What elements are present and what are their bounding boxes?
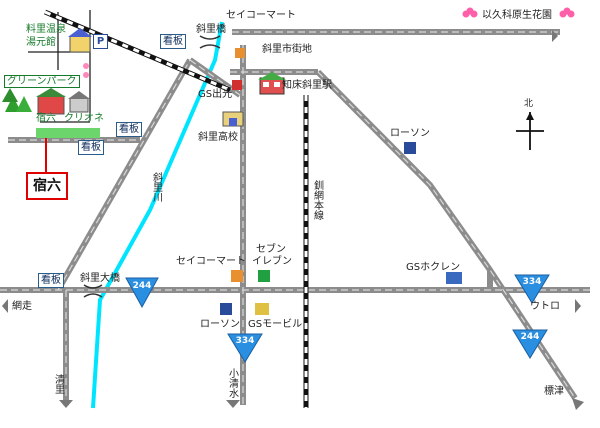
arrow-southeast-shibetsu xyxy=(572,398,584,410)
arrow-south-koshimizu xyxy=(226,400,240,408)
gs-idemitsu-icon xyxy=(232,80,242,90)
station-icon xyxy=(258,72,286,95)
arrow-east xyxy=(575,299,581,313)
kiyosato-label: 清里 xyxy=(52,374,64,394)
kanban-sign-top: 看板 xyxy=(160,34,186,49)
shield-244-west xyxy=(125,277,159,309)
gs-hokuren-icon xyxy=(446,272,462,284)
onsen-label-2: 湯元館 xyxy=(26,37,56,48)
parking-icon: P xyxy=(93,34,108,49)
kanban-sign-mid: 看板 xyxy=(116,122,142,137)
shukuroku-small-label: 宿六 xyxy=(36,113,56,124)
gs-hokuren-label: GSホクレン xyxy=(406,262,461,273)
bridge-symbol-top xyxy=(199,35,221,49)
kurione-label: クリオネ xyxy=(64,113,104,124)
bridge-symbol-ohashi xyxy=(83,284,103,298)
kanban-sign-west: 看板 xyxy=(38,273,64,288)
hotel-building-icon xyxy=(36,88,66,115)
route-334-south-number: 334 xyxy=(235,336,255,346)
shari-ohashi-label: 斜里大橋 xyxy=(80,273,120,284)
seven-eleven-icon xyxy=(258,270,270,282)
shukuroku-highlight: 宿六 xyxy=(26,172,68,200)
north-label: 北 xyxy=(524,99,534,109)
route-244-east-number: 244 xyxy=(520,332,540,342)
utoro-label: ウトロ xyxy=(530,301,560,312)
flower-icon-left xyxy=(462,7,478,18)
shield-334-south xyxy=(227,333,263,363)
lawson-mid-icon xyxy=(220,303,232,315)
green-field-icon xyxy=(36,128,100,138)
seicomart-top-icon xyxy=(235,48,245,58)
trees-icon xyxy=(2,88,32,112)
route-244-west-number: 244 xyxy=(132,281,152,291)
shield-244-east xyxy=(512,329,548,359)
seicomart-mid-icon xyxy=(231,270,243,282)
route-334-east-number: 334 xyxy=(522,277,542,287)
gs-mobil-icon xyxy=(255,303,269,315)
flower-garden-label: 以久科原生花園 xyxy=(482,10,552,21)
onsen-building-icon xyxy=(68,28,92,53)
highschool-label: 斜里高校 xyxy=(198,132,238,143)
senmo-line-label: 釧網本線 xyxy=(311,180,323,220)
station-label: 知床斜里駅 xyxy=(282,80,332,91)
gs-idemitsu-label: GS出光 xyxy=(198,89,233,100)
seven-label-2: イレブン xyxy=(252,256,292,267)
koshimizu-label: 小清水 xyxy=(226,368,238,398)
arrow-east-flower xyxy=(552,30,558,42)
school-icon xyxy=(222,111,244,127)
kanban-sign-low: 看板 xyxy=(78,140,104,155)
shari-bridge-label: 斜里橋 xyxy=(196,24,226,35)
arrow-south-kiyosato xyxy=(59,400,73,408)
house-icon-small xyxy=(68,91,90,113)
shari-river-label: 斜里川 xyxy=(150,172,162,202)
seven-label-1: セブン xyxy=(256,244,286,255)
abashiri-label: 網走 xyxy=(12,301,32,312)
shari-town-label: 斜里市街地 xyxy=(262,44,312,55)
lawson-mid-label: ローソン xyxy=(200,319,240,330)
seicomart-top-label: セイコーマート xyxy=(226,10,296,21)
gs-mobil-label: GSモービル xyxy=(248,319,303,330)
seicomart-mid-label: セイコーマート xyxy=(176,256,246,267)
shibetsu-label: 標津 xyxy=(544,386,564,397)
arrow-west xyxy=(2,299,8,313)
lawson-top-label: ローソン xyxy=(390,128,430,139)
tree-icon-top xyxy=(83,63,89,78)
lawson-top-icon xyxy=(404,142,416,154)
shield-334-east xyxy=(514,274,550,304)
green-park-label: グリーンパーク xyxy=(4,75,80,88)
onsen-label-1: 料里温泉 xyxy=(26,24,66,35)
flower-icon-right xyxy=(559,7,575,18)
